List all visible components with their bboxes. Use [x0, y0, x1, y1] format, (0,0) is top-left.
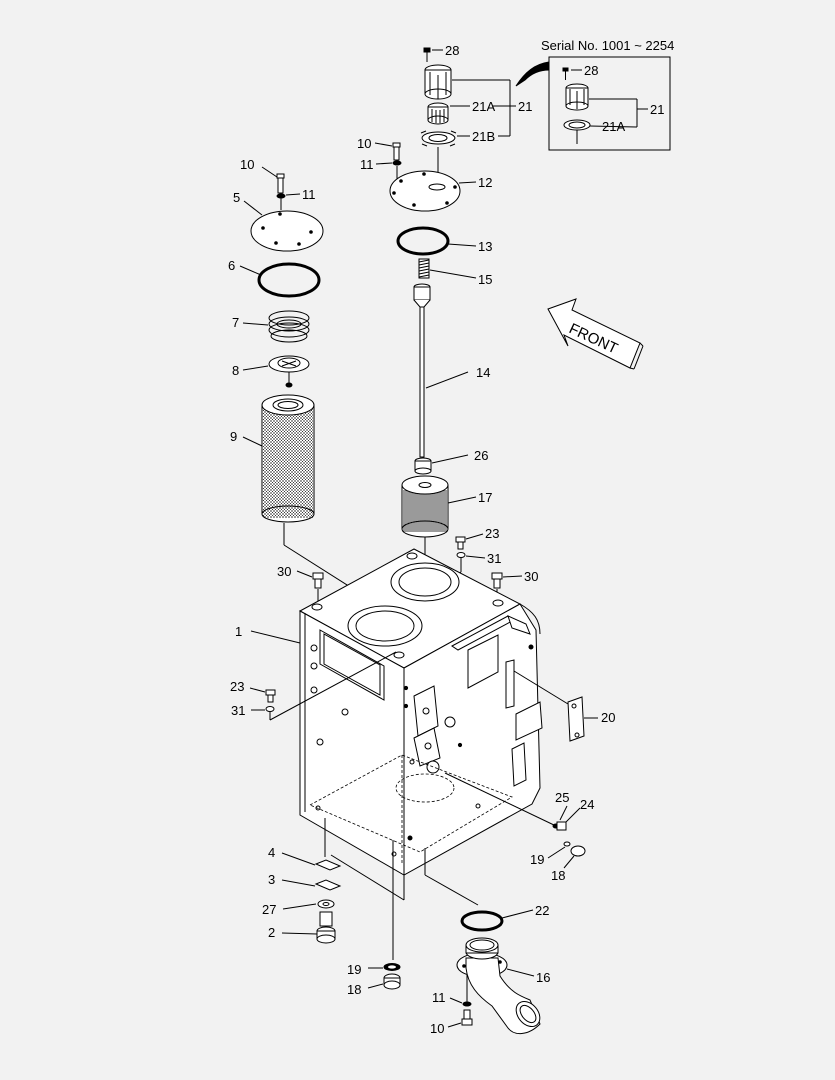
spring-15 — [418, 258, 430, 279]
front-arrow: FRONT — [547, 298, 644, 370]
bolt-30-left — [312, 572, 324, 589]
callout-3: 3 — [268, 872, 275, 887]
callout-11-c: 11 — [432, 990, 446, 1005]
nut-26 — [414, 457, 432, 475]
o-ring-13 — [396, 226, 450, 256]
o-ring-22 — [460, 910, 504, 932]
callout-5: 5 — [233, 190, 240, 205]
inset-bolt — [562, 67, 569, 80]
callout-31-a: 31 — [487, 551, 501, 566]
bolt-30-right — [491, 572, 503, 589]
filler-cap-21 — [424, 64, 452, 100]
callout-11-a: 11 — [302, 187, 316, 202]
cover-plate-20 — [567, 696, 585, 742]
shim-4 — [314, 859, 342, 871]
shim-3 — [314, 879, 342, 891]
callout-23-a: 23 — [485, 526, 499, 541]
cover-plate-5 — [250, 210, 324, 252]
washer-11-center — [392, 160, 402, 166]
callout-30-b: 30 — [524, 569, 538, 584]
callout-8: 8 — [232, 363, 239, 378]
callout-19-a: 19 — [530, 852, 544, 867]
callout-1: 1 — [235, 624, 242, 639]
filter-element-9 — [261, 394, 315, 523]
callout-22: 22 — [535, 903, 549, 918]
bolt-10-bottom — [461, 1001, 473, 1026]
callout-18-a: 18 — [551, 868, 565, 883]
gasket-21b — [420, 130, 457, 147]
callout-25: 25 — [555, 790, 569, 805]
callout-18-b: 18 — [347, 982, 361, 997]
callout-10-b: 10 — [357, 136, 371, 151]
callout-21: 21 — [518, 99, 532, 114]
tank-body-1 — [298, 548, 543, 876]
callout-2: 2 — [268, 925, 275, 940]
callout-26: 26 — [474, 448, 488, 463]
callout-13: 13 — [478, 239, 492, 254]
spring-7 — [268, 310, 310, 343]
cover-12 — [389, 170, 461, 212]
strainer-21a — [427, 102, 449, 125]
callout-30-a: 30 — [277, 564, 291, 579]
bolt-23-left — [265, 689, 276, 712]
callout-21a: 21A — [472, 99, 495, 114]
callout-10-c: 10 — [430, 1021, 444, 1036]
callout-27: 27 — [262, 902, 276, 917]
bolt-2 — [316, 911, 336, 944]
callout-16: 16 — [536, 970, 550, 985]
bottom-mount — [314, 818, 405, 944]
inset-pointer — [515, 61, 550, 87]
callout-23-b: 23 — [230, 679, 244, 694]
callout-12: 12 — [478, 175, 492, 190]
serial-inset: Serial No. 1001 ~ 2254 28 21A 21 — [515, 38, 674, 151]
drain-plug-18-right — [563, 841, 586, 857]
inset-callout-21: 21 — [650, 102, 664, 117]
strainer-17 — [401, 475, 449, 538]
callout-21b: 21B — [472, 129, 495, 144]
inset-seal — [563, 119, 591, 131]
o-ring-6 — [257, 262, 321, 298]
drain-plug-18-bottom — [383, 840, 401, 990]
callout-17: 17 — [478, 490, 492, 505]
inset-callout-21a: 21A — [602, 119, 625, 134]
callout-11-b: 11 — [360, 157, 374, 172]
callout-6: 6 — [228, 258, 235, 273]
inset-filter-cap — [565, 83, 589, 111]
callout-10-a: 10 — [240, 157, 254, 172]
bypass-valve-8 — [268, 355, 310, 388]
filter-column: 10 11 5 6 7 — [228, 157, 386, 610]
inset-frame — [548, 56, 671, 151]
rod-14 — [413, 283, 431, 458]
washer-27 — [317, 899, 335, 909]
callout-14: 14 — [476, 365, 490, 380]
callout-31-b: 31 — [231, 703, 245, 718]
callout-28: 28 — [445, 43, 459, 58]
callout-15: 15 — [478, 272, 492, 287]
bolt-28 — [423, 47, 431, 62]
callout-19-b: 19 — [347, 962, 361, 977]
callout-9: 9 — [230, 429, 237, 444]
bolt-10-center — [392, 142, 401, 161]
suction-pipe-16 — [456, 937, 541, 1034]
inset-callout-28: 28 — [584, 63, 598, 78]
inset-title: Serial No. 1001 ~ 2254 — [541, 38, 674, 53]
bolt-23-top — [455, 536, 466, 558]
washer-11-left — [276, 193, 286, 199]
callout-7: 7 — [232, 315, 239, 330]
callout-24: 24 — [580, 797, 594, 812]
callout-20: 20 — [601, 710, 615, 725]
callout-4: 4 — [268, 845, 275, 860]
breather-column: 28 — [277, 43, 538, 605]
bolt-10-top-left — [276, 173, 285, 194]
